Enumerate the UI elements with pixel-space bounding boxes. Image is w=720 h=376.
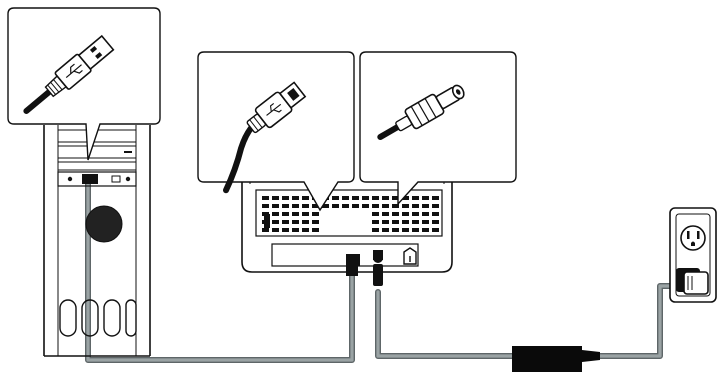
vent-slat	[332, 204, 339, 208]
vent-slat	[372, 212, 379, 216]
vent-slat	[272, 196, 279, 200]
vent-slat	[292, 196, 299, 200]
vent-slat	[282, 196, 289, 200]
vent-slat	[422, 212, 429, 216]
vent-slat	[432, 204, 439, 208]
vent-slat	[392, 228, 399, 232]
vent-slat	[262, 196, 269, 200]
vent-slat	[432, 220, 439, 224]
ac-plug-icon	[676, 268, 709, 295]
vent-slat	[262, 228, 269, 232]
dc-power-cable	[375, 289, 515, 359]
vent-slat	[292, 228, 299, 232]
vent-slat	[412, 220, 419, 224]
vent-slat	[272, 212, 279, 216]
speaker-grille-icon	[85, 205, 123, 243]
vent-slat	[282, 228, 289, 232]
vent-slat	[392, 220, 399, 224]
vent-slat	[302, 196, 309, 200]
vent-slat	[412, 228, 419, 232]
vent-slat	[402, 204, 409, 208]
computer-tower-icon	[43, 125, 151, 357]
usb-symbol-icon	[266, 103, 282, 116]
vent-slat	[362, 196, 369, 200]
vent-slat	[422, 196, 429, 200]
vent-slat	[422, 228, 429, 232]
vent-slat	[312, 212, 319, 216]
vent-slat	[432, 196, 439, 200]
usb-b-callout	[197, 51, 355, 212]
vent-slat	[332, 196, 339, 200]
usb-cable	[85, 177, 355, 363]
vent-slat	[382, 196, 389, 200]
vent-slat	[302, 228, 309, 232]
vent-slat	[312, 228, 319, 232]
dc-in-port	[373, 250, 383, 263]
vent-slat	[402, 212, 409, 216]
dc-power-plug-icon	[377, 84, 465, 140]
vent-slat	[402, 220, 409, 224]
dc-plug-callout	[359, 51, 517, 206]
usb-a-plug-icon	[23, 34, 115, 114]
vent-slat	[382, 204, 389, 208]
vent-slat	[312, 220, 319, 224]
power-adapter-icon	[512, 346, 600, 372]
vent-slat	[392, 204, 399, 208]
vent-slat	[292, 204, 299, 208]
vent-slat	[292, 212, 299, 216]
vent-slat	[302, 220, 309, 224]
vent-slat	[282, 212, 289, 216]
vent-slat	[372, 228, 379, 232]
vent-slat	[342, 196, 349, 200]
vent-slat	[432, 228, 439, 232]
vent-slat	[382, 228, 389, 232]
vent-slat	[372, 196, 379, 200]
vent-slat	[372, 220, 379, 224]
vent-slat	[262, 204, 269, 208]
vent-slat	[272, 220, 279, 224]
ac-power-cable	[597, 283, 683, 359]
vent-slat	[362, 204, 369, 208]
vent-slat	[272, 204, 279, 208]
vent-slat	[312, 204, 319, 208]
wall-outlet-icon	[669, 207, 717, 303]
vent-slat	[292, 220, 299, 224]
vent-slat	[352, 204, 359, 208]
vent-grille	[262, 196, 439, 232]
vent-slat	[392, 196, 399, 200]
vent-slat	[282, 220, 289, 224]
vent-slat	[302, 212, 309, 216]
vent-slat	[322, 204, 329, 208]
vent-slat	[382, 220, 389, 224]
vent-slat	[422, 204, 429, 208]
vent-slat	[352, 196, 359, 200]
vent-slat	[392, 212, 399, 216]
vent-slat	[412, 212, 419, 216]
vent-slat	[412, 196, 419, 200]
vent-slat	[402, 228, 409, 232]
vent-slat	[282, 204, 289, 208]
vent-slat	[382, 212, 389, 216]
usb-symbol-icon	[65, 63, 83, 79]
vent-slat	[412, 204, 419, 208]
vent-slat	[402, 196, 409, 200]
vent-slat	[342, 204, 349, 208]
vent-slat	[432, 212, 439, 216]
usb-a-callout	[7, 7, 161, 161]
vent-slat	[302, 204, 309, 208]
vent-slat	[422, 220, 429, 224]
power-symbol-icon	[403, 247, 417, 265]
usb-b-plug-icon	[223, 81, 307, 194]
vent-slat	[372, 204, 379, 208]
vent-slat	[272, 228, 279, 232]
